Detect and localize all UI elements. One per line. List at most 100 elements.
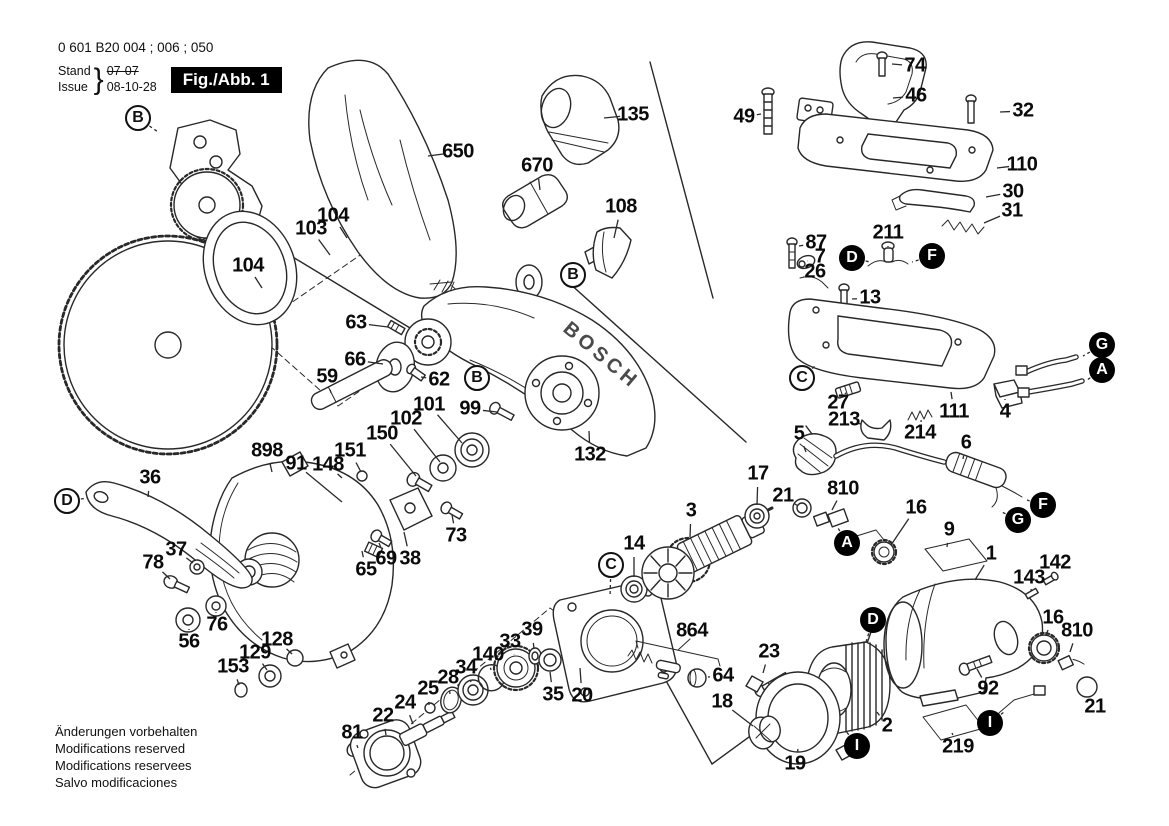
brush-set-left-drawing [792,498,898,566]
part-callout-22: 22 [372,704,394,727]
part-callout-37: 37 [165,538,187,561]
ref-letter-B: B [560,262,586,288]
part-callout-110: 110 [1006,153,1038,176]
part-callout-27: 27 [827,391,849,414]
stand-label: Stand [58,64,91,79]
part-callout-143: 143 [1013,566,1045,589]
part-callout-62: 62 [428,368,450,391]
part-callout-91: 91 [285,452,307,475]
part-callout-99: 99 [459,397,481,420]
part-callout-21: 21 [772,484,794,507]
part-callout-150: 150 [366,422,398,445]
ref-letter-G: G [1089,332,1115,358]
part-callout-34: 34 [455,656,477,679]
part-callout-1: 1 [985,542,997,565]
part-callout-23: 23 [758,640,780,663]
part-callout-76: 76 [206,613,228,636]
figure-label: Fig./Abb. 1 [170,67,282,93]
part-callout-153: 153 [217,655,249,678]
part-callout-7: 7 [814,245,826,268]
part-callout-213: 213 [828,408,860,431]
spindle-shaft-group-drawing [346,644,562,789]
part-callout-151: 151 [334,439,366,462]
part-callout-63: 63 [345,311,367,334]
note-line: Salvo modificaciones [55,774,178,790]
ref-letter-C: C [789,365,815,391]
part-callout-128: 128 [261,628,293,651]
part-callout-31: 31 [1001,199,1023,222]
part-callout-87: 87 [805,231,827,254]
ref-letter-D: D [860,607,886,633]
part-callout-25: 25 [417,677,439,700]
power-cord-drawing [792,425,1023,508]
part-callout-46: 46 [905,84,927,107]
part-callout-69: 69 [375,547,397,570]
part-callout-65: 65 [355,558,377,581]
ref-letter-F: F [919,243,945,269]
part-callout-56: 56 [178,630,200,653]
part-callout-810: 810 [827,477,859,500]
blade-pivot-bracket-drawing [169,119,298,326]
part-callout-4: 4 [999,400,1011,423]
hose-adapter-drawing [501,173,569,229]
ref-letter-I: I [844,733,870,759]
note-line: Modifications reservees [55,757,192,773]
part-callout-92: 92 [977,677,999,700]
ref-letter-F: F [1030,492,1056,518]
part-callout-16: 16 [1042,606,1064,629]
part-callout-13: 13 [859,286,881,309]
document-number: 0 601 B20 004 ; 006 ; 050 [58,40,214,55]
part-callout-140: 140 [472,643,504,666]
part-callout-18: 18 [711,690,733,713]
part-callout-650: 650 [442,140,474,163]
part-callout-16: 16 [905,496,927,519]
carry-handle-group-drawing [761,41,994,235]
note-line: Modifications reserved [55,740,186,756]
part-callout-36: 36 [139,466,161,489]
part-callout-28: 28 [437,666,459,689]
part-callout-132: 132 [574,443,606,466]
part-callout-66: 66 [344,348,366,371]
title-block: 0 601 B20 004 ; 006 ; 050 Stand Issue } … [58,40,282,97]
part-callout-898: 898 [251,439,283,462]
part-callout-111: 111 [939,400,969,423]
ref-letter-I: I [977,710,1003,736]
bearing-flange-ring-drawing [745,671,854,765]
ref-letter-A: A [1089,357,1115,383]
motor-housing-drawing [883,538,1098,741]
ref-letter-G: G [1005,507,1031,533]
part-callout-5: 5 [793,422,805,445]
detent-spring-group-drawing [627,638,721,688]
part-callout-102: 102 [390,407,422,430]
part-callout-74: 74 [904,54,926,77]
part-callout-24: 24 [394,691,416,714]
part-callout-129: 129 [239,641,271,664]
part-callout-32: 32 [1012,99,1034,122]
part-callout-49: 49 [733,105,755,128]
part-callout-2: 2 [881,714,893,737]
ref-letter-D: D [54,488,80,514]
part-callout-38: 38 [399,547,421,570]
elbow-connector-drawing [540,74,620,166]
part-callout-104: 104 [317,204,349,227]
part-callout-108: 108 [605,195,637,218]
revision-block: Stand Issue } 07-07 08-10-28 Fig./Abb. 1 [58,63,282,97]
part-callout-219: 219 [942,735,974,758]
part-callout-33: 33 [499,630,521,653]
part-callout-21: 21 [1084,695,1106,718]
part-callout-17: 17 [747,462,769,485]
part-callout-26: 26 [804,260,826,283]
armature-drawing [641,503,774,600]
part-callout-35: 35 [542,683,564,706]
part-callout-810: 810 [1061,619,1093,642]
issue-label: Issue [58,80,88,94]
revision-notes: Änderungen vorbehalten Modifications res… [55,724,197,792]
ref-letter-A: A [834,530,860,556]
ref-letter-B: B [464,365,490,391]
part-callout-39: 39 [521,618,543,641]
revision-brace: } [93,63,104,96]
